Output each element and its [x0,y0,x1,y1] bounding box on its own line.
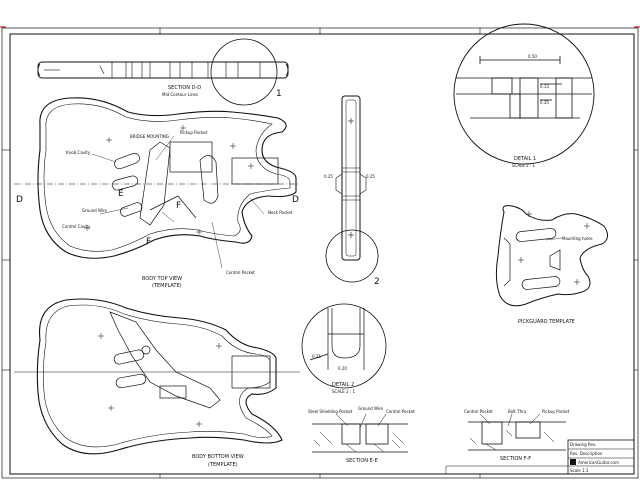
section-letter-e: E [118,189,124,199]
section-f-label-bolt: Bolt Thru [508,409,527,414]
body-bottom-title: BODY BOTTOM VIEW [192,454,244,460]
section-e-label-control: Control Pocket [386,409,415,414]
section-d-title: SECTION D-D [168,85,201,91]
body-top-subtitle: (TEMPLATE) [152,283,182,289]
pickguard-note: Mounting holes [562,236,593,241]
body-bottom-subtitle: (TEMPLATE) [208,462,238,468]
body-top-title: BODY TOP VIEW [142,276,182,282]
pickguard-title: PICKGUARD TEMPLATE [518,319,575,325]
neck-dim-right: 0.25 [366,174,375,179]
detail-2-marker: 2 [374,277,380,287]
border-ticks [2,28,638,478]
pickguard-view: Mounting holes PICKGUARD TEMPLATE [495,205,608,325]
title-block: Drawing Rev. Rev. Description AmericanGu… [445,439,635,475]
title-block-row-1: Drawing Rev. [570,442,596,447]
callout-control-pocket: Control Pocket [226,270,255,275]
neck-side-view: 0.25 0.25 2 [324,95,380,287]
detail-1-scale: SCALE 2 : 1 [512,163,536,168]
section-letter-f-bottom: F [146,237,151,247]
section-e-title: SECTION E-E [346,458,378,464]
section-f-label-control: Control Pocket [464,409,493,414]
detail-1-marker: 1 [276,89,282,99]
section-e-view: Steel Shielding Pocket Ground Wire Contr… [308,406,415,464]
section-f-label-pickup: Pickup Pocket [542,409,570,414]
detail-2-scale: SCALE 2 : 1 [332,389,356,394]
section-d-subtitle: Mid Contour Lines [162,92,198,97]
title-block-site: AmericanGuitar.com [578,460,619,465]
body-top-outline [37,97,297,259]
callout-knob: Knob Cavity [66,150,91,155]
detail-1-view: 0.50 0.13 0.35 DETAIL 1 SCALE 2 : 1 [453,23,595,168]
callout-ground-wire: Ground Wire [82,208,108,213]
detail-2-title: DETAIL 2 [332,382,354,388]
detail-1-dim-b: 0.13 [540,84,549,89]
section-f-view: Control Pocket Bolt Thru Pickup Pocket S… [464,409,570,462]
body-bottom-view: BODY BOTTOM VIEW (TEMPLATE) [14,298,300,468]
section-letter-f-top: F [176,201,181,211]
section-f-title: SECTION F-F [500,456,531,462]
inner-border [9,33,635,475]
callout-neck-pickup: Pickup Pocket [180,130,208,135]
title-block-row-3: Scale 1:1 [570,468,589,473]
section-d-view: SECTION D-D Mid Contour Lines 1 [37,38,289,106]
pickguard-outline [495,205,608,307]
title-block-row-2: Rev. Description [570,451,603,456]
detail-1-dim-a: 0.50 [528,54,537,59]
section-letter-d-left: D [16,195,23,205]
body-top-view: Pickup Pocket BRIDGE MOUNTING Knob Cavit… [14,97,300,289]
section-letter-d-right: D [292,195,299,205]
callout-bridge: BRIDGE MOUNTING [130,134,169,139]
callout-control-cavity: Control Cavity [62,224,91,229]
detail-2-dim-b: 0.20 [338,366,347,371]
detail-2-dim-a: 0.25 [312,354,321,359]
section-e-label-ground: Ground Wire [358,406,384,411]
section-e-label-shielding: Steel Shielding Pocket [308,409,353,414]
callout-neck-pocket: Neck Pocket [268,210,293,215]
title-block-logo [570,459,576,465]
detail-2-view: 0.25 0.20 DETAIL 2 SCALE 2 : 1 [301,303,387,394]
detail-1-title: DETAIL 1 [514,156,536,162]
neck-dim-left: 0.25 [324,174,333,179]
body-bottom-outline [36,298,283,455]
detail-1-dim-c: 0.35 [540,100,549,105]
